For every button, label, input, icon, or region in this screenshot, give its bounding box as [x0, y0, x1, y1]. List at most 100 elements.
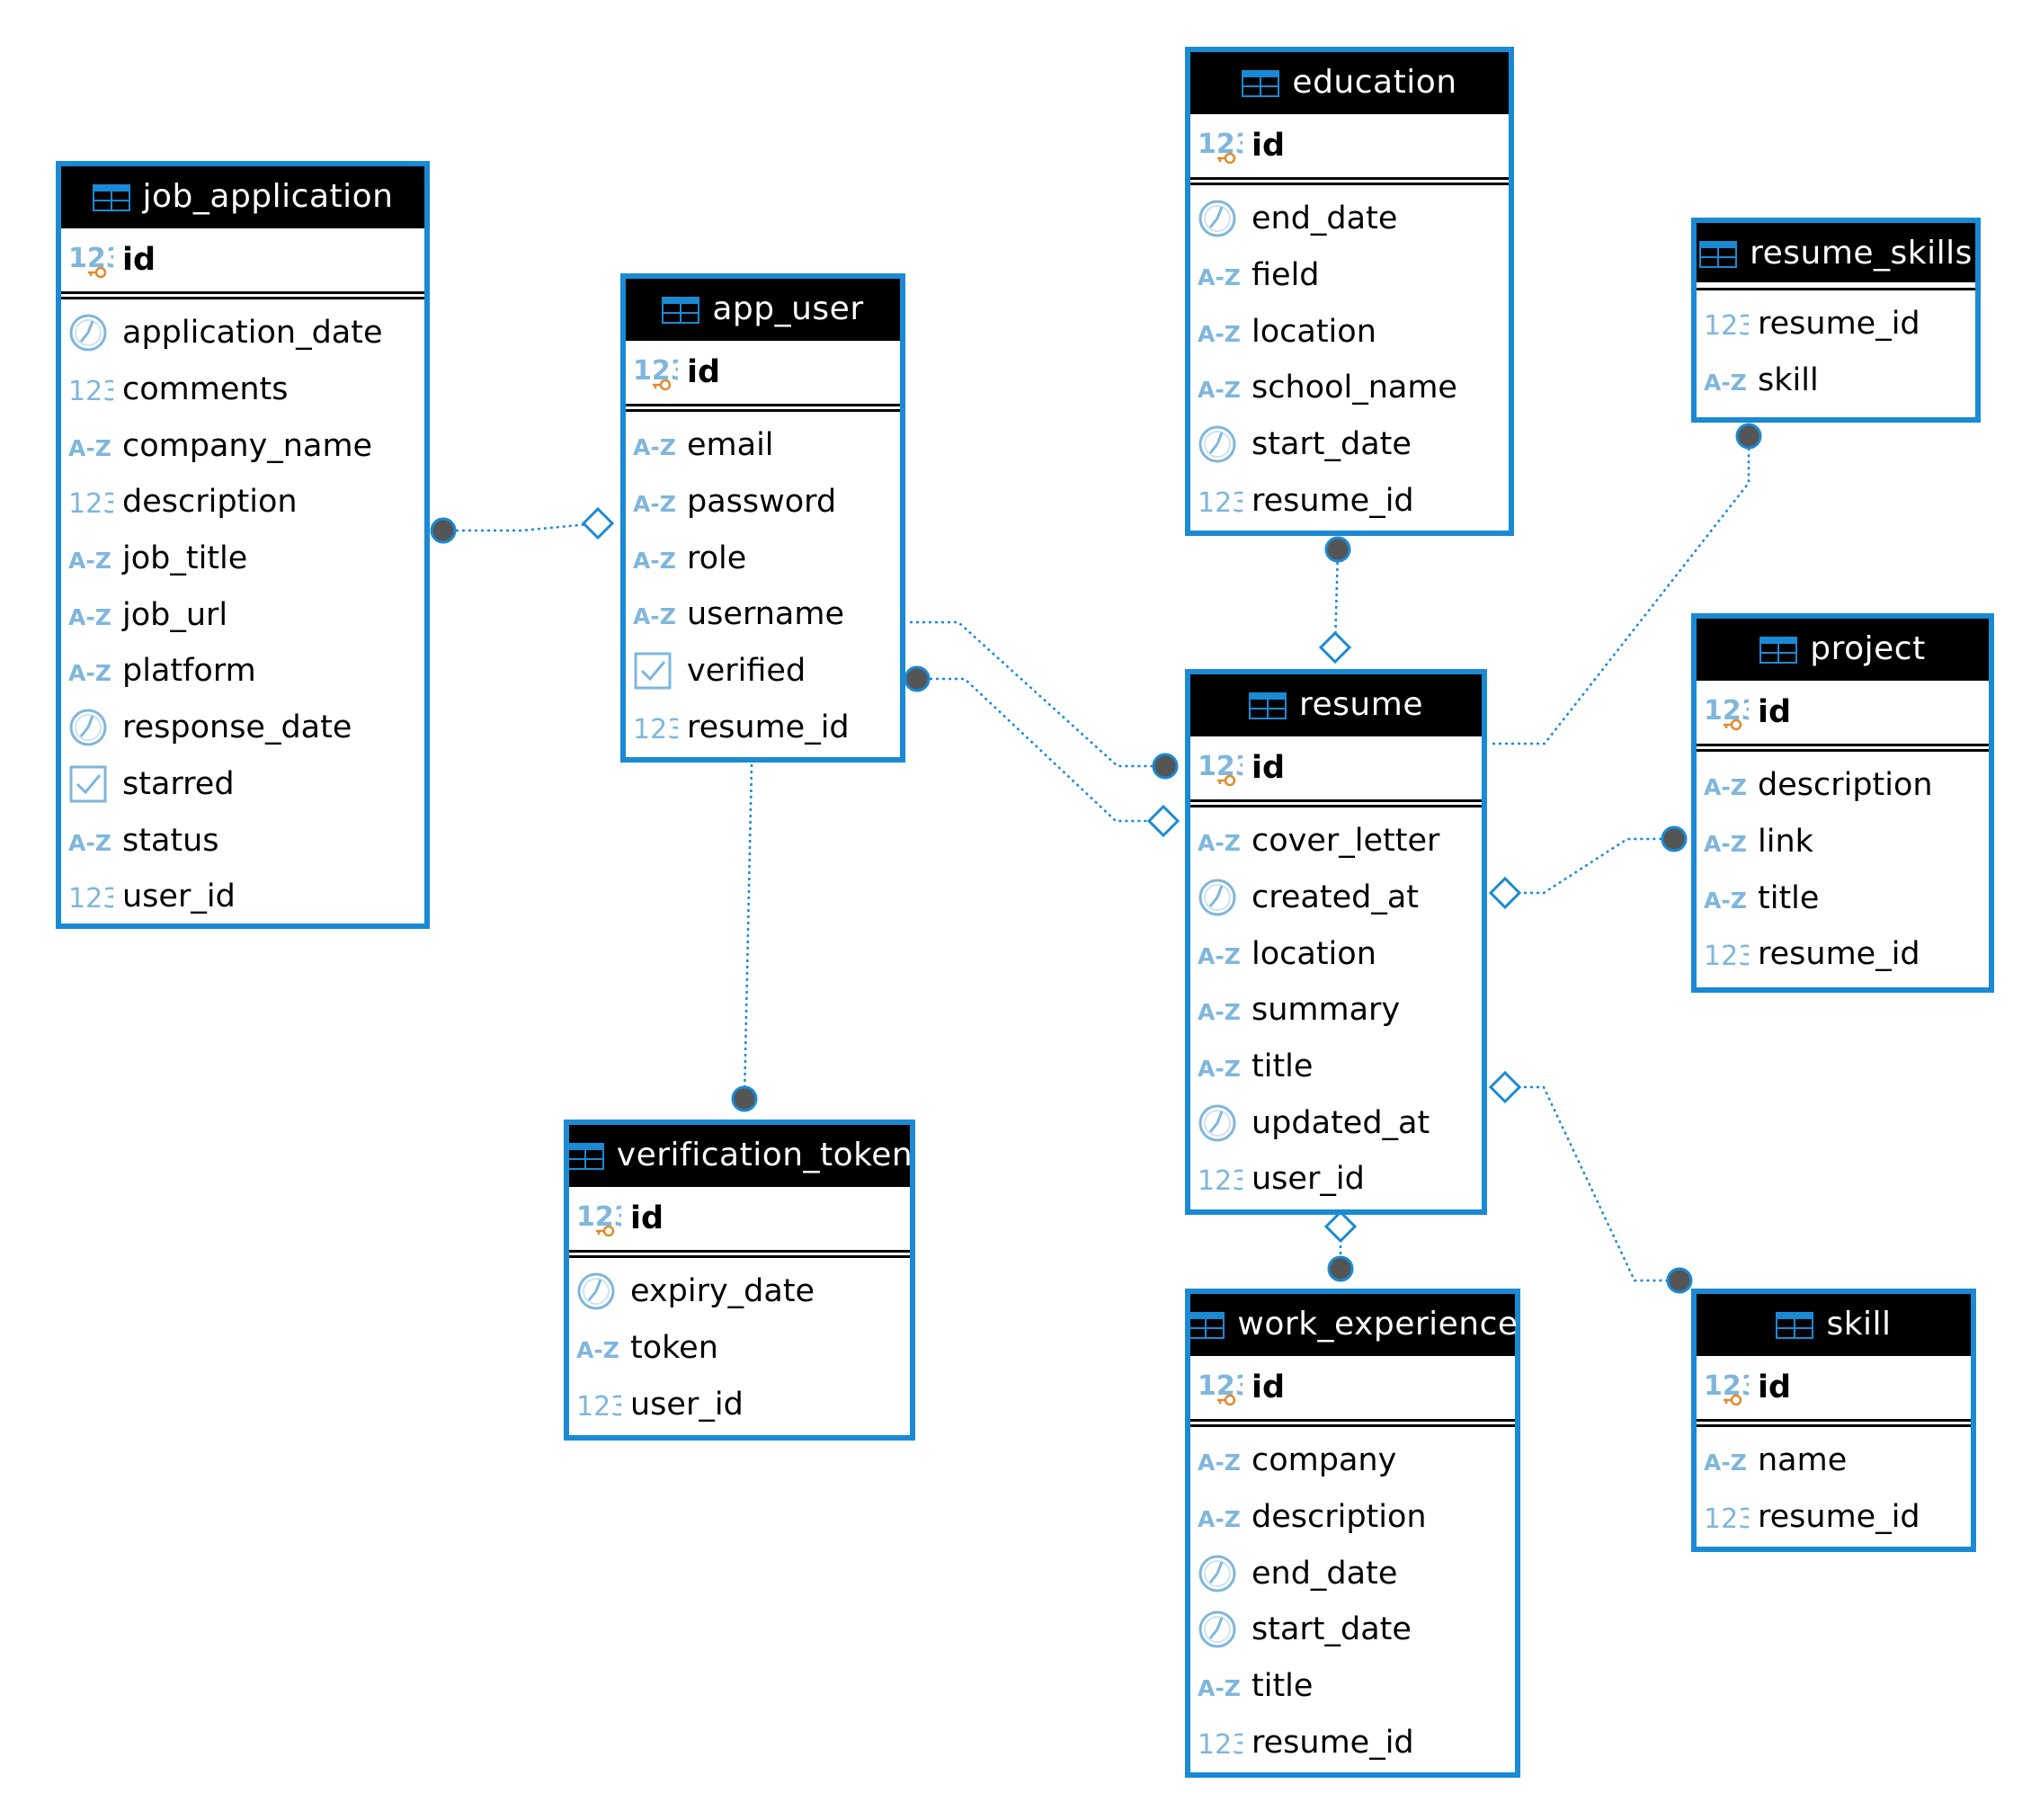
primary-key-row[interactable]: 123id [1190, 112, 1509, 180]
column-row[interactable]: end_date [1190, 1545, 1515, 1601]
primary-key-row[interactable]: 123id [61, 226, 424, 294]
column-row[interactable]: verified [626, 643, 900, 700]
column-name: password [687, 484, 837, 521]
table-icon [1242, 68, 1280, 97]
svg-text:A-Z: A-Z [1198, 321, 1241, 347]
table-resume[interactable]: resume123idA-Zcover_lettercreated_atA-Zl… [1185, 669, 1487, 1215]
table-header[interactable]: job_application [61, 166, 424, 226]
date-icon [68, 313, 115, 352]
column-name: title [1758, 879, 1820, 916]
table-header[interactable]: project [1697, 619, 1989, 678]
table-header[interactable]: education [1190, 52, 1509, 112]
column-name: resume_id [1252, 1724, 1414, 1761]
relationship-dot-marker [1735, 423, 1762, 450]
primary-key-row[interactable]: 123id [569, 1184, 910, 1253]
primary-key-row[interactable]: 123id [1190, 734, 1482, 802]
svg-text:A-Z: A-Z [68, 435, 111, 461]
relationship-diamond-marker [1146, 804, 1180, 838]
table-app-user[interactable]: app_user123idA-ZemailA-ZpasswordA-ZroleA… [620, 273, 905, 763]
column-row[interactable]: A-Z title [1697, 870, 1989, 926]
table-icon [92, 183, 130, 211]
table-header[interactable]: verification_token [566, 1125, 913, 1184]
svg-text:123: 123 [1198, 751, 1243, 782]
primary-key-row[interactable]: 123id [1697, 1353, 1971, 1422]
table-header[interactable]: app_user [626, 279, 900, 338]
column-row[interactable]: application_date [61, 305, 424, 361]
svg-text:123: 123 [633, 714, 678, 744]
column-row[interactable]: updated_at [1190, 1094, 1482, 1151]
svg-text:A-Z: A-Z [1704, 888, 1747, 914]
column-row[interactable]: response_date [61, 700, 424, 756]
primary-key-row[interactable]: 123id [626, 338, 900, 406]
table-header[interactable]: resume [1190, 674, 1482, 734]
text-icon: A-Z [1198, 312, 1244, 352]
column-name: status [122, 822, 219, 859]
table-verification-token[interactable]: verification_token123idexpiry_dateA-Ztok… [564, 1120, 915, 1441]
table-header[interactable]: skill [1697, 1294, 1971, 1353]
table-icon [566, 1141, 604, 1170]
pk-numeric-icon: 123 [1198, 126, 1244, 165]
table-work-experience[interactable]: work_experience123idA-ZcompanyA-Zdescrip… [1185, 1289, 1520, 1778]
column-row[interactable]: end_date [1190, 191, 1509, 247]
column-name: user_id [630, 1386, 744, 1423]
table-header[interactable]: work_experience [1187, 1294, 1518, 1353]
table-header[interactable]: resume_skills [1697, 223, 1975, 282]
column-row[interactable]: start_date [1190, 416, 1509, 473]
column-row[interactable]: expiry_date [569, 1263, 910, 1320]
relationship-dot-marker [1666, 1267, 1693, 1294]
text-icon: A-Z [1198, 1666, 1244, 1706]
svg-text:A-Z: A-Z [1704, 370, 1747, 396]
column-row[interactable]: created_at [1190, 870, 1482, 926]
primary-key-row[interactable]: 123id [1697, 678, 1989, 746]
table-education[interactable]: education123idend_dateA-ZfieldA-Zlocatio… [1185, 47, 1514, 536]
column-row[interactable]: start_date [1190, 1601, 1515, 1658]
rel-project-resume [1505, 837, 1674, 895]
column-row[interactable]: starred [61, 756, 424, 813]
numeric-icon: 123 [1198, 1159, 1244, 1199]
text-icon: A-Z [68, 539, 115, 578]
primary-key-row[interactable]: 123id [1190, 1353, 1515, 1422]
column-name: id [1252, 128, 1286, 164]
table-job-application[interactable]: job_application123id application_date123c… [56, 161, 430, 929]
